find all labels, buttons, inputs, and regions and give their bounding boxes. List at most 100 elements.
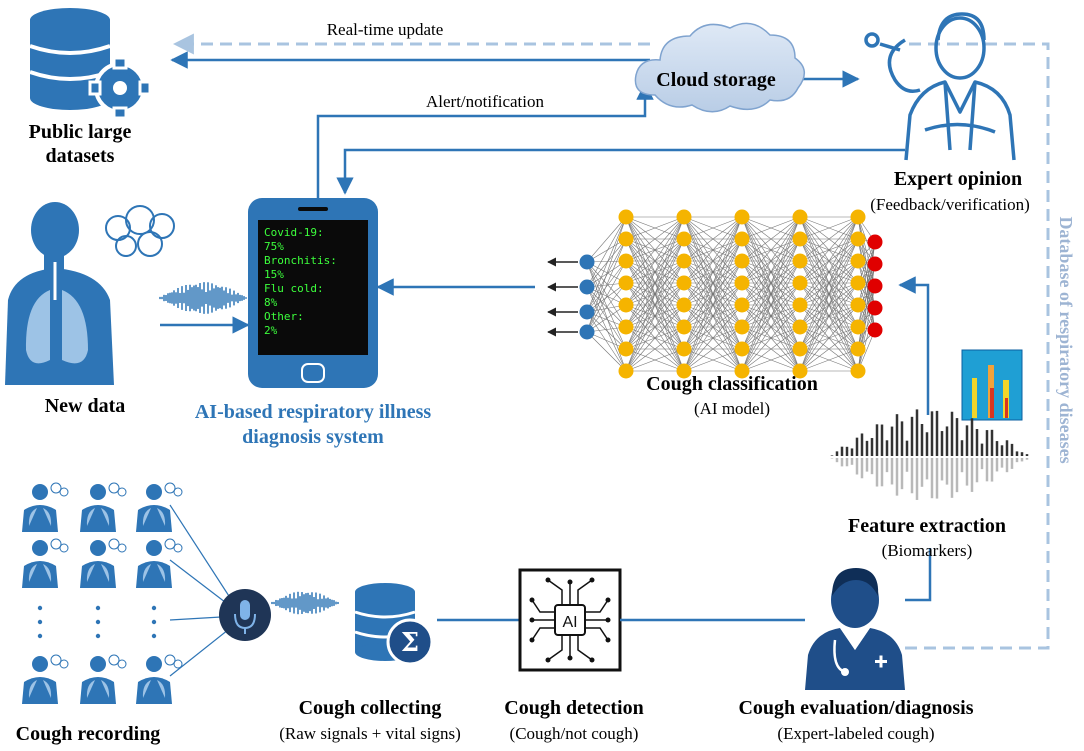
nn-edge	[625, 260, 685, 372]
nn-edge	[799, 326, 859, 372]
ellipsis-dot	[37, 619, 43, 625]
nn-edge	[625, 216, 685, 328]
nn-edge	[586, 311, 627, 350]
nn-edge	[799, 260, 859, 372]
nn-node	[867, 322, 883, 338]
nn-node	[734, 231, 750, 247]
nn-edge	[586, 238, 627, 263]
nn-edge	[586, 286, 627, 328]
nn-node	[579, 304, 595, 320]
nn-edge	[683, 304, 743, 372]
person-icon	[22, 538, 69, 588]
nn-edge	[586, 282, 627, 313]
feature-waveform-icon	[830, 409, 1029, 500]
cough-detection-label: Cough detection	[504, 697, 643, 719]
nn-node	[850, 363, 866, 379]
screen-line-2: 75%	[264, 240, 284, 253]
cough-detection-sublabel: (Cough/not cough)	[510, 724, 639, 743]
nn-node	[792, 341, 808, 357]
cough-classification-label: Cough classification	[646, 373, 818, 395]
ellipsis-dot	[95, 605, 101, 611]
person-icon	[22, 482, 69, 532]
cloud-icon	[634, 22, 805, 113]
screen-line-3: Bronchitis:	[264, 254, 337, 267]
smartphone-icon	[248, 198, 378, 388]
nn-edge	[799, 238, 859, 372]
nn-edge	[799, 304, 859, 372]
nn-node	[734, 209, 750, 225]
nn-edge	[586, 216, 627, 313]
nn-node	[676, 363, 692, 379]
ellipsis-dot	[151, 605, 157, 611]
nn-edge	[799, 216, 859, 350]
person-icon	[136, 654, 183, 704]
recording-lines	[169, 504, 239, 677]
alert-notification-label: Alert/notification	[426, 92, 545, 111]
ellipsis-dot	[95, 619, 101, 625]
nn-edge	[625, 348, 685, 372]
nn-edge	[857, 307, 876, 372]
nn-edge	[586, 261, 627, 372]
nn-edge	[625, 216, 685, 240]
neural-network-icon	[547, 209, 883, 379]
nn-edge	[586, 261, 627, 350]
database-gear-icon	[29, 8, 152, 120]
database-vertical-label: Database of respiratory diseases	[1056, 216, 1076, 463]
expert-opinion-label: Expert opinion	[894, 168, 1022, 190]
nn-node	[850, 319, 866, 335]
nn-edge	[799, 216, 859, 262]
nn-edge	[586, 286, 627, 372]
nn-edge	[586, 260, 627, 313]
feature-extraction-sublabel: (Biomarkers)	[882, 541, 973, 560]
spectrogram-icon	[961, 349, 1023, 421]
nn-node	[676, 341, 692, 357]
new-data-label: New data	[45, 395, 126, 417]
person-icon	[80, 654, 127, 704]
nn-edge	[741, 260, 801, 372]
doctor-evaluator-icon	[805, 568, 905, 690]
nn-edge	[683, 216, 743, 240]
nn-node	[734, 319, 750, 335]
nn-edge	[857, 241, 876, 328]
system-label-2: diagnosis system	[242, 426, 384, 448]
nn-edge	[586, 304, 627, 333]
human-lungs-icon	[5, 202, 175, 385]
nn-edge	[683, 216, 743, 350]
ellipsis-dot	[151, 633, 157, 639]
nn-edge	[625, 238, 685, 372]
nn-node	[867, 234, 883, 250]
nn-node	[734, 341, 750, 357]
nn-node	[676, 209, 692, 225]
nn-edge	[586, 261, 627, 328]
nn-node	[618, 275, 634, 291]
nn-edge	[741, 216, 801, 284]
nn-edge	[857, 241, 876, 306]
nn-edge	[625, 216, 685, 284]
nn-edge	[799, 348, 859, 372]
nn-node	[850, 275, 866, 291]
nn-edge	[586, 216, 627, 288]
nn-node	[850, 341, 866, 357]
nn-node	[579, 254, 595, 270]
screen-line-4: 15%	[264, 268, 284, 281]
nn-node	[676, 319, 692, 335]
nn-edge	[586, 238, 627, 288]
public-datasets-label-1: Public large	[29, 121, 132, 143]
screen-line-1: Covid-19:	[264, 226, 324, 239]
nn-node	[792, 231, 808, 247]
nn-edge	[741, 238, 801, 372]
recording-wave-icon	[271, 591, 339, 615]
nn-node	[618, 319, 634, 335]
feature-extraction-label: Feature extraction	[848, 515, 1006, 537]
person-icon	[136, 482, 183, 532]
nn-edge	[625, 216, 685, 306]
cloud-storage-label: Cloud storage	[656, 69, 776, 91]
ai-chip-icon	[518, 568, 622, 672]
nn-edge	[586, 261, 627, 306]
nn-edge	[586, 311, 627, 372]
nn-node	[618, 209, 634, 225]
cough-evaluation-sublabel: (Expert-labeled cough)	[777, 724, 934, 743]
nn-edge	[799, 216, 859, 284]
nn-edge	[857, 285, 876, 372]
